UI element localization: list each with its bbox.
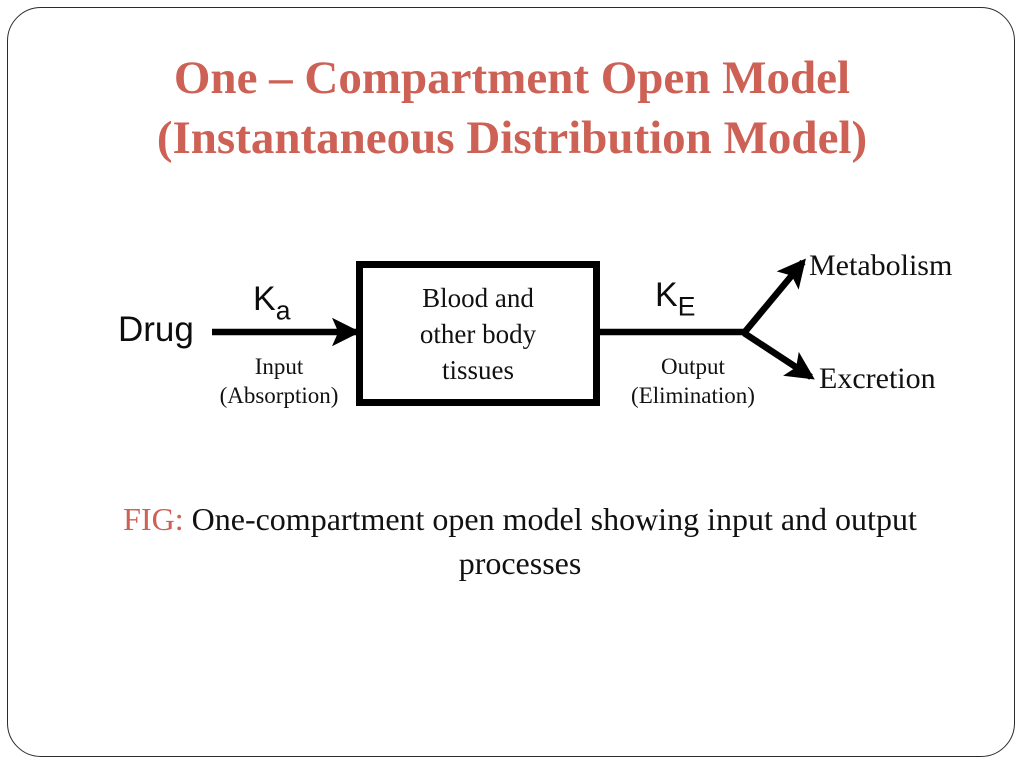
ka-subscript: a (275, 295, 291, 326)
figure-caption-text: One-compartment open model showing input… (183, 501, 917, 581)
compartment-box: Blood and other body tissues (356, 261, 600, 406)
absorption-rate-constant-label: Ka (253, 282, 290, 324)
output-process-label: Output (Elimination) (631, 354, 755, 408)
page-title-line-2: (Instantaneous Distribution Model) (156, 112, 868, 164)
ke-subscript: E (677, 291, 696, 322)
metabolism-endpoint-label: Metabolism (809, 249, 953, 282)
ke-symbol: K (655, 276, 678, 314)
figure-caption-tag: FIG: (123, 501, 184, 537)
excretion-endpoint-label: Excretion (819, 362, 936, 395)
input-process-label: Input (Absorption) (219, 354, 339, 408)
page-title: One – Compartment Open Model (Instantane… (40, 48, 984, 168)
output-arrow-excretion (742, 330, 815, 380)
drug-source-label: Drug (118, 310, 194, 349)
output-arrow-metabolism (741, 258, 806, 336)
page-title-line-1: One – Compartment Open Model (173, 52, 851, 104)
figure-caption: FIG: One-compartment open model showing … (90, 497, 950, 585)
ka-symbol: K (253, 280, 276, 318)
elimination-rate-constant-label: KE (655, 278, 695, 320)
compartment-box-label: Blood and other body tissues (419, 282, 537, 385)
